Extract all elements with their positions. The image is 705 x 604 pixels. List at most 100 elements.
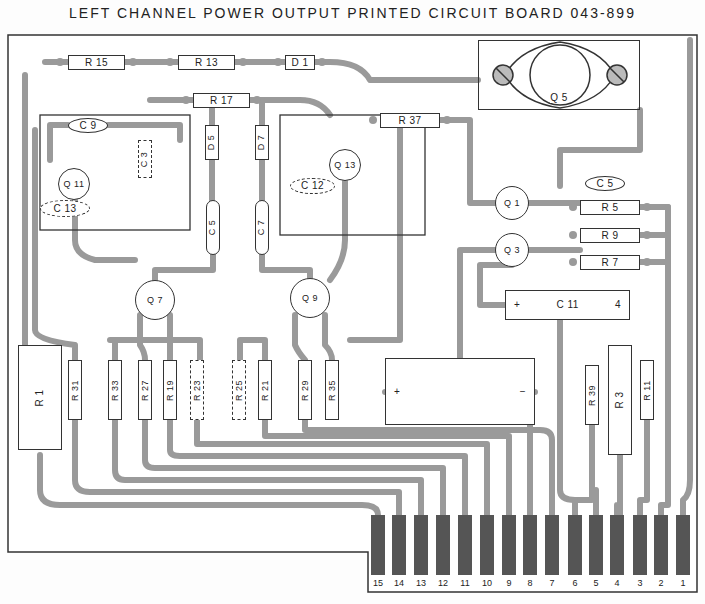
component-outline: R 39 [585,365,599,425]
board-outline [8,35,697,592]
component-label: R 1 [35,389,45,406]
pin-number: 15 [373,579,383,588]
component-outline: R 1 [18,345,62,450]
edge-connector-fingers [371,515,690,575]
component-outline: +− [385,358,535,425]
component-label: R 21 [261,379,270,400]
component-outline: R 29 [298,360,312,420]
pin-number: 8 [527,579,532,588]
component-label: Q 1 [504,199,520,208]
component-outline: R 33 [108,360,122,420]
capacitor-outline: C 7 [255,200,269,255]
component-label: R 5 [601,203,618,213]
component-label: 4 [615,300,621,310]
component-label: R 37 [398,116,421,126]
component-outline: R 23 [190,360,204,420]
pin-number: 2 [658,579,663,588]
component-label: R 7 [601,258,618,268]
component-outline: R 19 [163,360,177,420]
pin-number: 9 [506,579,511,588]
transistor-outline: Q 3 [495,233,529,267]
component-label: R 31 [71,379,80,400]
pin-number: 14 [394,579,404,588]
component-label: D 5 [208,135,217,151]
capacitor-outline: C 5 [206,200,220,255]
component-outline: + C 11 4 [505,290,630,320]
pin-number: 6 [572,579,577,588]
component-label: C 5 [596,179,613,189]
component-label: Q 5 [550,93,568,103]
component-label: C 3 [141,151,150,167]
component-label: C 9 [79,121,96,131]
pin-number: 3 [637,579,642,588]
component-label: Q 13 [334,161,356,170]
component-label: D 1 [291,58,308,68]
copper-traces [25,40,690,515]
capacitor-outline: C 5 [585,176,625,191]
transistor-outline: Q 1 [495,186,529,220]
component-label: R 15 [85,58,108,68]
component-outline: R 17 [193,93,250,108]
component-outline: R 31 [68,360,82,420]
capacitor-outline: C 13 [40,200,90,217]
pin-number: 11 [460,579,469,588]
component-outline: R 21 [258,360,272,420]
power-transistor-symbol [493,42,627,108]
transistor-outline: Q 11 [58,168,90,200]
component-label: C 11 [556,300,578,310]
component-label: C 13 [53,204,76,214]
component-label: R 19 [166,379,175,400]
component-outline: R 9 [580,228,640,243]
component-label: R 27 [141,379,150,400]
component-outline: D 5 [205,125,219,160]
component-outline: D 1 [285,55,315,70]
capacitor-outline: C 12 [290,178,335,194]
component-outline: R 35 [325,360,339,420]
pin-number: 1 [680,579,685,588]
component-label: C 7 [258,220,267,236]
pin-number: 4 [614,579,619,588]
transistor-outline: Q 9 [290,278,330,318]
pin-number: 5 [593,579,598,588]
component-label: Q 9 [302,294,318,303]
heat-sink-outlines [40,115,425,235]
component-label: Q 11 [64,180,85,189]
pin-number: 12 [438,579,448,588]
component-outline: R 15 [68,55,125,70]
component-label: D 7 [258,135,267,151]
pin-number: 13 [416,579,426,588]
component-label: + [394,387,400,397]
component-outline: R 11 [640,360,654,420]
component-outline: R 7 [580,255,640,270]
component-outline: R 25 [232,360,246,420]
component-outline: R 3 [608,345,632,455]
board-title: LEFT CHANNEL POWER OUTPUT PRINTED CIRCUI… [0,6,705,20]
component-label: R 39 [588,384,597,405]
component-label: C 12 [301,181,324,191]
component-label: R 35 [328,379,337,400]
pin-number: 10 [482,579,492,588]
transistor-outline: Q 5 [478,40,640,110]
component-label: R 9 [601,231,618,241]
component-outline: C 3 [138,140,152,178]
component-label: Q 7 [147,296,163,305]
component-outline: R 5 [580,200,640,215]
transistor-outline: Q 13 [329,149,361,181]
component-label: R 13 [195,58,218,68]
capacitor-outline: C 9 [68,118,108,133]
component-outline: R 13 [178,55,235,70]
component-label: R 11 [643,380,652,400]
component-label: R 17 [210,96,233,106]
component-label: R 3 [615,391,625,408]
pin-number: 7 [549,579,554,588]
solder-pads [56,58,651,266]
component-label: Q 3 [504,246,520,255]
component-label: + [514,300,520,310]
component-label: R 23 [193,379,202,400]
component-outline: R 37 [380,113,440,128]
component-outline: R 27 [138,360,152,420]
transistor-outline: Q 7 [135,280,175,320]
component-label: − [520,387,526,397]
component-label: R 25 [235,379,244,400]
component-outline: D 7 [255,125,269,160]
